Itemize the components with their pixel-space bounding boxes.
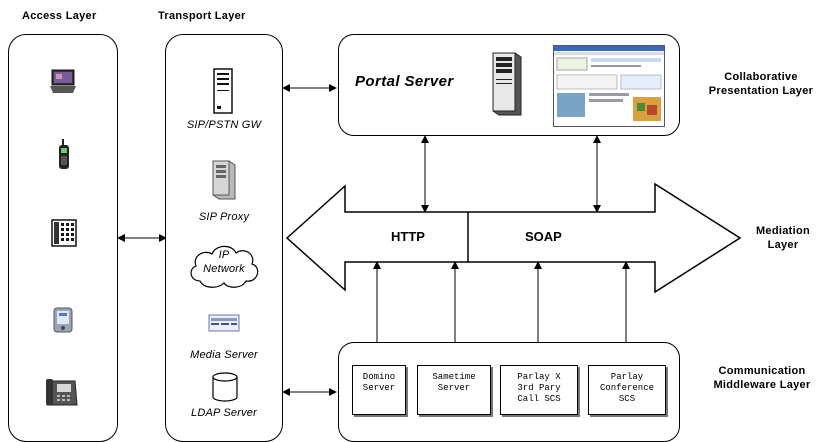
parlay-x-call-component: Parlay X 3rd Pary Call SCS: [500, 365, 578, 415]
portal-screenshot-icon: [553, 45, 665, 127]
ip-network-label-line2: Network: [203, 263, 245, 275]
component-line3: SCS: [618, 394, 636, 404]
communication-layer-label: Communication Middleware Layer: [690, 364, 834, 392]
component-line2: Server: [362, 383, 396, 393]
desk-phone-icon: [51, 219, 77, 247]
component-line3: Call SCS: [517, 394, 561, 404]
ip-phone-icon: [46, 379, 78, 406]
soap-label: SOAP: [525, 229, 562, 244]
database-icon: [212, 372, 238, 402]
transport-layer-box: SIP/PSTN GW SIP Proxy IP Network Media S…: [165, 34, 283, 442]
component-line2: Conference: [599, 383, 654, 393]
communication-layer-line2: Middleware Layer: [713, 379, 811, 391]
sip-pstn-gw-label: SIP/PSTN GW: [186, 119, 262, 131]
transport-layer-header: Transport Layer: [158, 10, 246, 22]
mediation-layer-label: Mediation Layer: [736, 224, 830, 252]
ldap-server-label: LDAP Server: [191, 407, 257, 419]
domino-server-component: Domino Server: [352, 365, 406, 415]
pda-icon: [53, 307, 73, 333]
media-server-icon: [208, 314, 240, 332]
parlay-conference-component: Parlay Conference SCS: [588, 365, 666, 415]
mobile-phone-icon: [59, 139, 69, 169]
portal-server-title: Portal Server: [355, 73, 454, 90]
proxy-server-icon: [212, 160, 236, 200]
presentation-layer-label: Collaborative Presentation Layer: [688, 70, 834, 98]
http-label: HTTP: [391, 229, 425, 244]
gateway-server-icon: [213, 68, 233, 114]
sip-proxy-label: SIP Proxy: [198, 211, 250, 223]
portal-server-box: Portal Server: [338, 34, 680, 136]
component-line1: Sametime: [432, 372, 476, 382]
component-line2: 3rd Pary: [517, 383, 561, 393]
sametime-server-component: Sametime Server: [417, 365, 491, 415]
cloud-icon: [190, 245, 259, 288]
presentation-layer-line1: Collaborative: [724, 71, 798, 83]
component-line2: Server: [437, 383, 471, 393]
mediation-arrow: [285, 182, 742, 294]
component-line1: Domino: [362, 372, 396, 382]
component-line1: Parlay X: [517, 372, 561, 382]
mediation-layer-line1: Mediation: [755, 225, 811, 237]
ip-network-label-line1: IP: [218, 249, 230, 261]
middleware-box: Domino Server Sametime Server Parlay X 3…: [338, 342, 680, 442]
laptop-icon: [50, 69, 76, 93]
access-layer-box: [8, 34, 118, 442]
access-layer-header: Access Layer: [22, 10, 97, 22]
presentation-layer-line2: Presentation Layer: [708, 85, 814, 97]
component-line1: Parlay: [610, 372, 644, 382]
communication-layer-line1: Communication: [718, 365, 806, 377]
tower-server-icon: [492, 52, 522, 116]
media-server-label: Media Server: [190, 349, 258, 361]
mediation-layer-line2: Layer: [767, 239, 799, 251]
